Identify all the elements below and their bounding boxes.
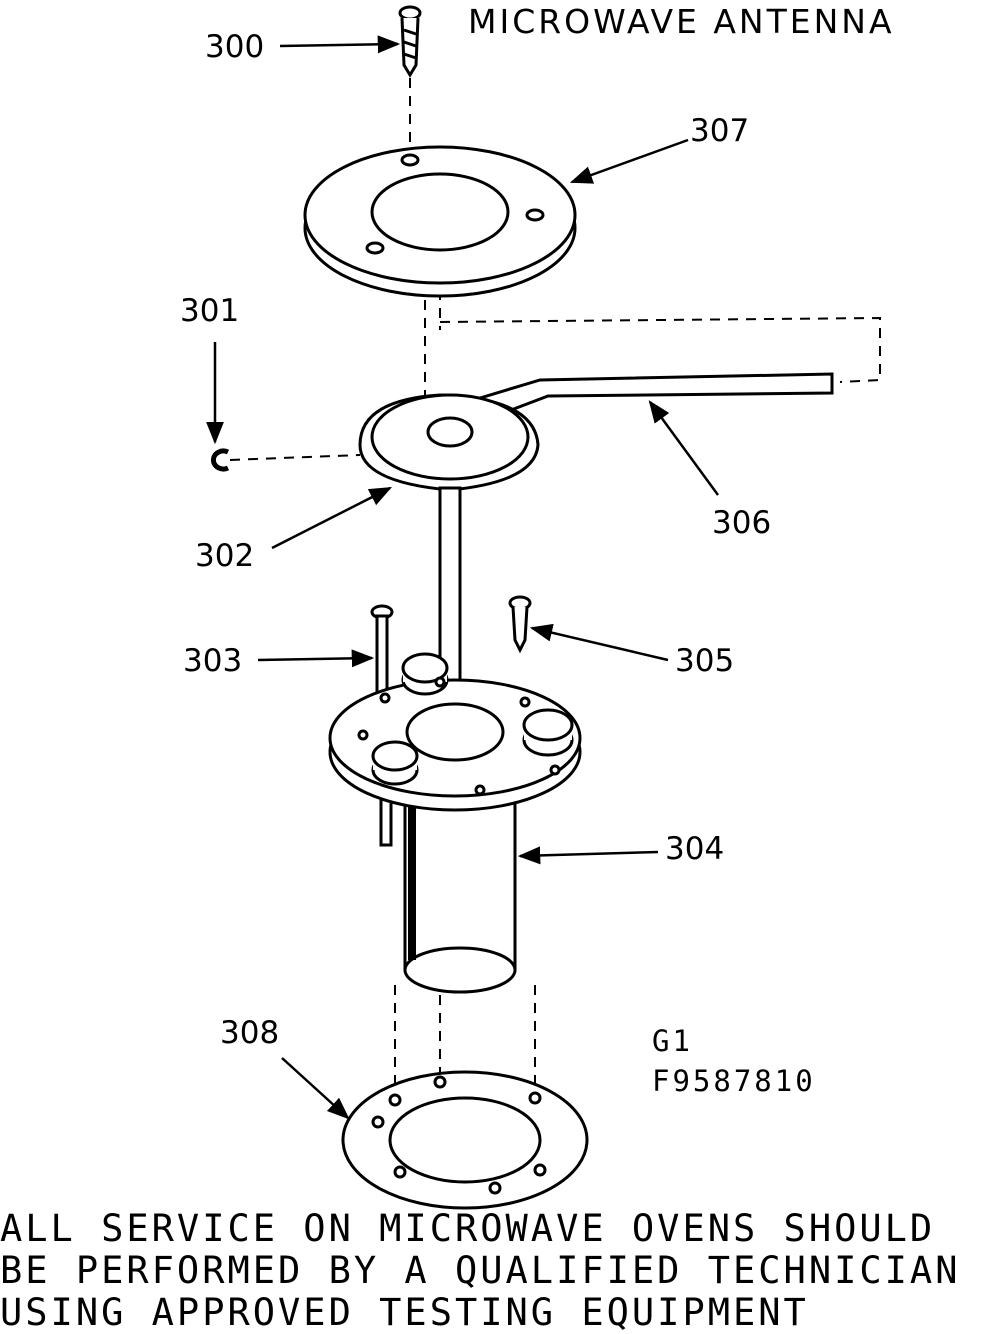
callout-302: 302 [195, 538, 255, 574]
warning-line-3: USING APPROVED TESTING EQUIPMENT [0, 1291, 809, 1334]
warning-line-1: ALL SERVICE ON MICROWAVE OVENS SHOULD [0, 1207, 936, 1250]
part-302-antenna-disc [358, 393, 540, 729]
callout-306: 306 [712, 505, 772, 541]
diagram-code-line2: F9587810 [652, 1064, 816, 1098]
service-warning: ALL SERVICE ON MICROWAVE OVENS SHOULD BE… [0, 1208, 1000, 1334]
part-308-gasket [341, 1070, 589, 1210]
callout-303: 303 [183, 643, 243, 679]
diagram-title: MICROWAVE ANTENNA [468, 2, 895, 41]
callout-304: 304 [665, 831, 725, 867]
callout-301: 301 [180, 293, 240, 329]
callout-305: 305 [675, 643, 735, 679]
part-301-clip [210, 448, 230, 472]
callout-307: 307 [690, 113, 750, 149]
warning-line-2: BE PERFORMED BY A QUALIFIED TECHNICIAN [0, 1249, 961, 1292]
part-300-screw [398, 5, 422, 78]
callout-300: 300 [205, 29, 265, 65]
callout-308: 308 [220, 1015, 280, 1051]
part-305-screw [508, 595, 532, 654]
leader-arrows [206, 35, 720, 1120]
part-307-cover-plate [303, 145, 577, 298]
diagram-code-line1: G1 [652, 1024, 693, 1058]
part-304-waveguide [328, 652, 582, 994]
